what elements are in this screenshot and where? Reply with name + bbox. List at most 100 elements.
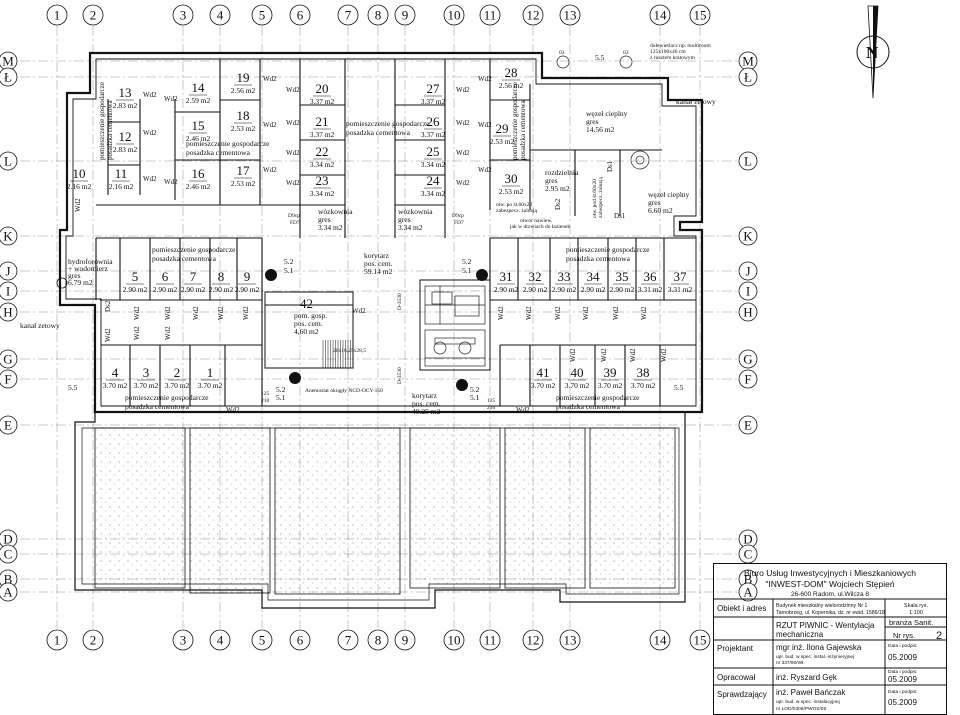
axis-label-row-4: J (5, 264, 10, 279)
axis-bubble-row-8-left: F (0, 369, 18, 389)
room-3: 33.70 m2 (134, 365, 159, 390)
axis-bubble-row-13-right: A (738, 582, 758, 602)
duct-east: kanał zetowy (676, 97, 716, 106)
axis-bubble-5-bottom: 5 (251, 629, 273, 651)
date-1: 05.2009 (888, 653, 917, 662)
storage-label-b: pomieszczenie gospodarcze (346, 119, 430, 128)
room-15-area: 2.46 m2 (186, 134, 211, 143)
storage-label-east: pomieszczenie gospodarcze (511, 82, 519, 160)
room-22: 223.34 m2 (310, 144, 335, 169)
room-39-area: 3.70 m2 (598, 381, 623, 390)
vent-2: 125x100x40 cm (650, 49, 686, 55)
room-41: 413.70 m2 (531, 365, 556, 390)
axis-label-9: 9 (402, 633, 409, 648)
room-4-area: 3.70 m2 (103, 381, 128, 390)
room-1: 13.70 m2 (198, 365, 223, 390)
axis-label-5: 5 (259, 633, 266, 648)
ds2-b: Ds2 (104, 300, 112, 312)
room-42-l2: pos. cem. (294, 319, 323, 328)
room-34: 342.90 m2 (581, 269, 606, 294)
axis-label-14: 14 (654, 633, 668, 648)
axis-label-row-5: I (746, 284, 750, 299)
o3-b: 03 (623, 50, 629, 56)
door-tag-v-5: Wd2 (164, 326, 172, 340)
room-19-number: 19 (237, 70, 250, 85)
opening-6: zabezpecz. żaluzją (598, 177, 604, 218)
room-17: 172.53 m2 (231, 163, 256, 188)
axis-label-row-1: Ł (744, 70, 752, 85)
corridor-south-area: 40.25 m2 (412, 407, 441, 416)
d9cp-west: D9cp (288, 213, 300, 219)
d-size-b: D-3530 (397, 367, 403, 384)
room-6-number: 6 (162, 269, 169, 284)
room-29-area: 2.53 m2 (490, 137, 515, 146)
door-tag-21: Wd2 (516, 406, 530, 414)
heat-area-a: 14.56 m2 (586, 125, 615, 134)
axis-label-row-11: C (744, 547, 753, 562)
room-6: 62.90 m2 (153, 269, 178, 294)
axis-bubble-row-7-left: G (0, 349, 18, 369)
axis-bubble-7-bottom: 7 (337, 629, 359, 651)
axis-bubble-row-9-right: E (738, 415, 758, 435)
dim-125-a: 125 (261, 391, 270, 397)
room-35-number: 35 (616, 269, 629, 284)
firm-line-1: Biuro Usług Inwestycyjnych i Mieszkaniow… (744, 568, 916, 578)
branch: branża Sanit. (889, 618, 933, 627)
axis-bubble-row-6-left: H (0, 302, 18, 322)
door-tag-12: Wd2 (456, 86, 470, 94)
room-36: 363.31 m2 (638, 269, 663, 294)
door-tag-v-4: Wd2 (164, 306, 172, 320)
axis-label-3: 3 (180, 633, 187, 648)
heat-area-b: 6.60 m2 (648, 206, 673, 215)
axis-label-row-8: F (4, 372, 11, 387)
corridor-south-floor: pos. cem. (412, 399, 441, 408)
nr-value: 2 (936, 630, 942, 642)
room-30-number: 30 (505, 171, 518, 186)
axis-label-1: 1 (54, 8, 61, 23)
door-tag-v-12: Wd2 (582, 306, 590, 320)
axis-label-row-6: H (743, 305, 752, 320)
north-arrow: N (856, 5, 890, 99)
door-tag-17: Wd2 (478, 121, 492, 129)
axis-bubble-15-bottom: 15 (689, 629, 711, 651)
room-26: 263.37 m2 (421, 114, 446, 139)
axis-label-14: 14 (654, 8, 668, 23)
room-19: 192.56 m2 (231, 70, 256, 95)
room-34-area: 2.90 m2 (581, 285, 606, 294)
door-tag-0: Wd2 (143, 91, 157, 99)
room-39-number: 39 (604, 365, 617, 380)
level-55-west: 5.5 (68, 383, 78, 392)
storage-label-c: pomieszczenie gospodarcze (152, 245, 236, 254)
room-22-number: 22 (316, 144, 329, 159)
axis-label-13: 13 (564, 633, 577, 648)
room-32-number: 32 (529, 269, 542, 284)
room-3-number: 3 (143, 365, 150, 380)
d-size-a: D-3530 (397, 293, 403, 310)
firm-line-3: 26-600 Radom, ul.Wilcza 8 (791, 591, 869, 598)
room-20-number: 20 (316, 81, 329, 96)
room-12: 122.83 m2 (113, 129, 138, 154)
axis-bubble-4-bottom: 4 (209, 629, 231, 651)
axis-label-15: 15 (694, 8, 707, 23)
door-tag-v-11: Wd2 (554, 306, 562, 320)
room-40: 403.70 m2 (565, 365, 590, 390)
hydro-4: 6.79 m2 (68, 278, 93, 287)
room-2-area: 3.70 m2 (165, 381, 190, 390)
axis-bubble-row-11-left: C (0, 544, 18, 564)
door-tag-5: Wd2 (263, 75, 277, 83)
axis-bubble-13-bottom: 13 (559, 629, 581, 651)
door-tag-16: Wd2 (478, 75, 492, 83)
room-24-area: 3.34 m2 (421, 189, 446, 198)
axis-bubble-2-bottom: 2 (82, 629, 104, 651)
designer-qual-1: upr. bud. w spec. instal.-inżynieryjnej (776, 654, 854, 660)
firm-line-2: "INWEST-DOM" Wojciech Stępień (765, 579, 894, 589)
room-42-l1: pom. gosp. (294, 311, 327, 320)
storage-floor-f: posadzka cementowa (556, 402, 621, 411)
room-15: 152.46 m2 (186, 118, 211, 143)
room-6-area: 2.90 m2 (153, 285, 178, 294)
date-label-2: Data i podpis: (888, 669, 917, 675)
storage-label-f: pomieszczenie gospodarcze (556, 393, 640, 402)
switch-room: rozdzielnia (545, 168, 579, 177)
stair-treads (322, 340, 351, 368)
